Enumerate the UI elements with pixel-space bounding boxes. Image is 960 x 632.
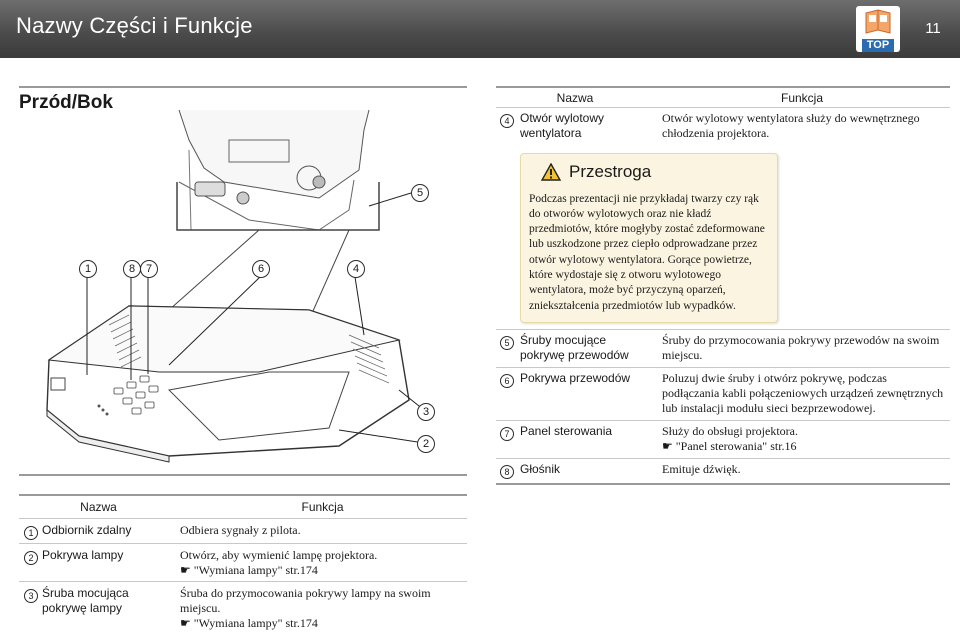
part-name: Pokrywa lampy (42, 542, 178, 581)
table-row: 8 Głośnik Emituje dźwięk. (496, 457, 950, 485)
caution-row: Przestroga Podczas prezentacji nie przyk… (496, 145, 950, 330)
column-header-name: Nazwa (19, 494, 178, 518)
projector-illustration (46, 109, 425, 463)
callout-1: 1 (79, 260, 97, 278)
column-header-function: Funkcja (654, 86, 950, 107)
row-marker: 6 (500, 373, 514, 388)
row-marker: 2 (24, 550, 38, 565)
section-title: Przód/Bok (19, 92, 113, 113)
caution-box: Przestroga Podczas prezentacji nie przyk… (520, 152, 778, 323)
part-function: Odbiera sygnały z pilota. (178, 517, 467, 543)
reference-link-text: "Wymiana lampy" str.174 (193, 562, 318, 577)
pointing-hand-icon: ☛ (180, 615, 191, 630)
part-name: Śruba mocująca pokrywę lampy (42, 580, 178, 632)
row-marker: 3 (24, 588, 38, 603)
reference-link[interactable]: ☛"Wymiana lampy" str.174 (180, 563, 463, 578)
projector-diagram: 1 8 7 6 4 5 3 2 (19, 109, 467, 476)
callout-4: 4 (347, 260, 365, 278)
callout-3: 3 (417, 403, 435, 421)
reference-link[interactable]: ☛"Panel sterowania" str.16 (662, 439, 946, 454)
page-title: Nazwy Części i Funkcje (16, 13, 253, 38)
part-name: Panel sterowania (520, 419, 654, 459)
part-function: Śruby do przymocowania pokrywy przewodów… (654, 328, 950, 368)
page-number: 11 (925, 20, 941, 37)
callout-2: 2 (417, 435, 435, 453)
table-header-row: Nazwa Funkcja (496, 86, 950, 107)
reference-link-text: "Panel sterowania" str.16 (675, 438, 797, 453)
part-function: Otwórz, aby wymienić lampę projektora. (180, 547, 378, 562)
callout-8: 8 (123, 260, 141, 278)
part-name: Pokrywa przewodów (520, 366, 654, 421)
table-row: 2 Pokrywa lampy Otwórz, aby wymienić lam… (19, 542, 467, 581)
diagram-rule (19, 474, 467, 476)
section-rule (19, 86, 467, 88)
row-marker: 8 (500, 464, 514, 479)
top-button-label: TOP (862, 39, 894, 52)
parts-table-right: Nazwa Funkcja 4 Otwór wylotowy wentylato… (496, 86, 950, 485)
table-row: 5 Śruby mocujące pokrywę przewodów Śruby… (496, 328, 950, 368)
pointing-hand-icon: ☛ (662, 438, 673, 453)
part-name: Głośnik (520, 457, 654, 485)
parts-table-bottom: Nazwa Funkcja 1 Odbiornik zdalny Odbiera… (19, 494, 467, 632)
column-header-name: Nazwa (496, 86, 654, 107)
callout-5: 5 (411, 184, 429, 202)
row-marker: 5 (500, 335, 514, 350)
page-header: Nazwy Części i Funkcje TOP 11 (0, 0, 960, 58)
part-function: Emituje dźwięk. (654, 457, 950, 485)
part-name: Śruby mocujące pokrywę przewodów (520, 328, 654, 368)
callout-6: 6 (252, 260, 270, 278)
row-marker: 4 (500, 113, 514, 128)
table-header-row: Nazwa Funkcja (19, 494, 467, 518)
top-button[interactable]: TOP (856, 6, 900, 52)
part-function: Służy do obsługi projektora. (662, 423, 798, 438)
part-function: Śruba do przymocowania pokrywy lampy na … (180, 585, 431, 615)
table-row: 3 Śruba mocująca pokrywę lampy Śruba do … (19, 580, 467, 632)
part-function: Otwór wylotowy wentylatora służy do wewn… (662, 110, 920, 140)
row-marker: 1 (24, 525, 38, 540)
table-row: 6 Pokrywa przewodów Poluzuj dwie śruby i… (496, 366, 950, 421)
row-marker: 7 (500, 426, 514, 441)
table-row: 1 Odbiornik zdalny Odbiera sygnały z pil… (19, 517, 467, 543)
table-row: 7 Panel sterowania Służy do obsługi proj… (496, 419, 950, 459)
caution-text: Podczas prezentacji nie przykładaj twarz… (529, 192, 765, 312)
reference-link-text: "Wymiana lampy" str.174 (193, 615, 318, 630)
caution-title: Przestroga (569, 161, 652, 181)
reference-link[interactable]: ☛"Wymiana lampy" str.174 (180, 616, 463, 631)
pointing-hand-icon: ☛ (180, 562, 191, 577)
book-icon (865, 9, 891, 34)
table-row: 4 Otwór wylotowy wentylatora Otwór wylot… (496, 106, 950, 145)
part-function: Poluzuj dwie śruby i otwórz pokrywę, pod… (654, 366, 950, 421)
callout-7: 7 (140, 260, 158, 278)
part-name: Odbiornik zdalny (42, 517, 178, 543)
warning-icon (541, 162, 561, 181)
part-name: Otwór wylotowy wentylatora (520, 106, 654, 145)
column-header-function: Funkcja (178, 494, 467, 518)
